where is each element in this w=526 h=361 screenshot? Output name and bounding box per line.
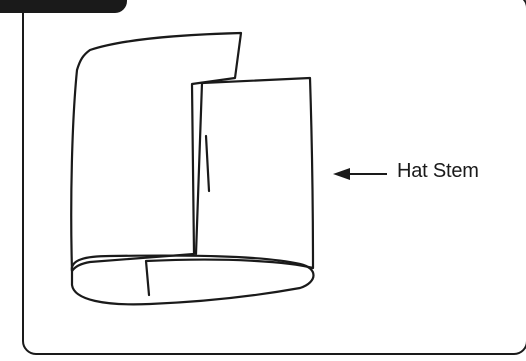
front-sheet-left-edge [194, 81, 204, 256]
panel-header-tab [0, 0, 127, 13]
center-fold-line [204, 134, 211, 193]
hat-stem-label: Hat Stem [397, 160, 479, 182]
callout-arrow-head [333, 168, 350, 180]
front-sheet-outline [144, 76, 315, 297]
diagram-panel [22, 0, 526, 355]
bottom-roll-outline [70, 254, 315, 306]
left-arrow-icon [333, 168, 387, 180]
back-sheet-outline [70, 31, 243, 273]
